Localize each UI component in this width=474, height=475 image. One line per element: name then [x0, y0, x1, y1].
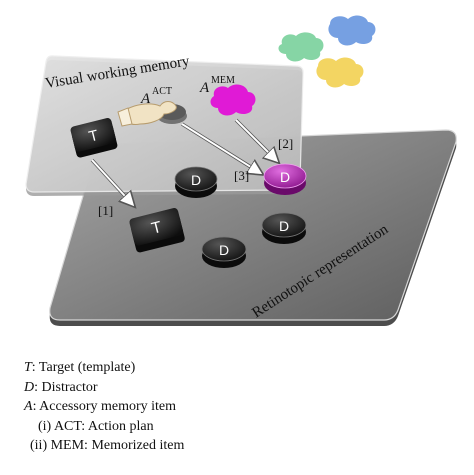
legend-accessory: A: Accessory memory item [24, 397, 464, 417]
arrow-step3 [181, 122, 262, 174]
step2-label: [2] [278, 136, 293, 151]
step1-label: [1] [98, 203, 113, 218]
legend-item-memorized: (ii) MEM: Memorized item [30, 438, 185, 453]
target-chip-memory-letter: T [87, 127, 100, 146]
legend-target-text: : Target (template) [31, 360, 136, 375]
legend-accessory-symbol: A [24, 399, 33, 414]
a-mem-base: A [199, 80, 210, 96]
a-mem-superscript: MEM [211, 75, 235, 86]
target-chip-retinotopic-letter: T [150, 219, 164, 238]
color-blob-yellow [316, 57, 364, 88]
legend: T: Target (template) D: Distractor A: Ac… [24, 358, 464, 456]
memorized-distractor-chip: D [263, 163, 307, 195]
legend-target-symbol: T [24, 360, 32, 375]
a-act-base: A [140, 91, 151, 107]
memorized-item-blob [210, 84, 256, 116]
distractor-chip-1-letter: D [191, 172, 201, 188]
a-act-label: A [140, 91, 151, 107]
color-blob-green [278, 32, 324, 62]
step3-label: [3] [234, 168, 249, 183]
distractor-chip-2-letter: D [279, 218, 289, 234]
memorized-distractor-chip-letter: D [280, 169, 290, 185]
diagram-figure: Visual working memory A ACT A MEM T [1] … [25, 15, 457, 326]
arrow-step3-inner [181, 123, 262, 174]
legend-distractor-symbol: D [24, 379, 35, 395]
a-mem-label: A [199, 80, 210, 96]
a-act-superscript: ACT [152, 86, 172, 97]
arrow-step1-inner [91, 159, 134, 206]
legend-accessory-text: : Accessory memory item [32, 399, 177, 414]
color-blob-blue [328, 15, 376, 46]
hand-cuff [117, 107, 133, 127]
hand-action-icon [117, 101, 187, 127]
distractor-chip-3: D [201, 236, 247, 268]
arrow-step1 [90, 158, 134, 206]
legend-target: T: Target (template) [24, 358, 464, 378]
target-chip-memory-top [70, 118, 116, 152]
target-chip-retinotopic: T [129, 208, 185, 253]
legend-distractor: D: Distractor [24, 378, 464, 398]
distractor-chip-3-top [201, 236, 247, 262]
color-blob-blue-shape [328, 15, 376, 46]
hand-shape [121, 101, 177, 125]
target-chip-retinotopic-top [129, 208, 184, 246]
target-chip-memory: T [70, 118, 118, 158]
color-blob-green-shape [278, 32, 324, 62]
arrow-step2-inner [235, 119, 278, 162]
distractor-chip-2: D [261, 212, 307, 244]
arrow-step2 [234, 118, 278, 162]
distractor-chip-1: D [174, 166, 218, 198]
memorized-distractor-chip-top [263, 163, 307, 189]
legend-item-action-plan: (i) ACT: Action plan [38, 418, 154, 434]
distractor-chip-3-letter: D [219, 242, 229, 258]
legend-distractor-text: : Distractor [34, 379, 98, 395]
color-blob-yellow-shape [316, 57, 364, 88]
distractor-chip-1-top [174, 166, 218, 192]
distractor-chip-2-top [261, 212, 307, 238]
